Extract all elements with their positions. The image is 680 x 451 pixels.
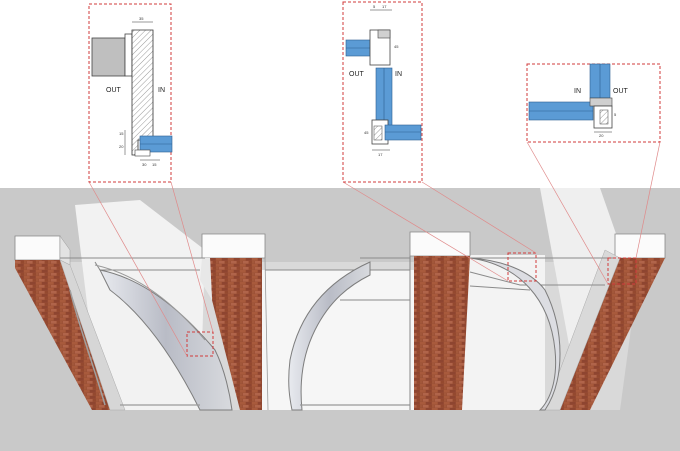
- detail-middle-dim-side-b: 45: [364, 130, 369, 135]
- detail-left-out-label: OUT: [106, 87, 122, 94]
- detail-left-dim-bottom-b: 15: [152, 162, 157, 167]
- detail-middle-in-label: IN: [395, 71, 402, 78]
- detail-box-left: OUT IN 35 15 20 30 15: [88, 3, 173, 183]
- detail-box-right: IN OUT 5 20: [526, 63, 661, 143]
- callout-leaders: [88, 141, 661, 357]
- detail-middle-dim-side-a: 45: [394, 44, 399, 49]
- detail-right-dim-a: 5: [614, 112, 617, 117]
- detail-middle-out-label: OUT: [349, 71, 365, 78]
- detail-middle-dim-top-a: 5: [373, 4, 376, 9]
- detail-right-dim-b: 20: [599, 133, 604, 138]
- brick-column-3: [409, 231, 471, 410]
- detail-left-dim-bottom-a: 30: [142, 162, 147, 167]
- detail-right-in-label: IN: [574, 88, 581, 95]
- detail-middle-dim-top-b: 17: [382, 4, 387, 9]
- detail-left-in-label: IN: [158, 87, 165, 94]
- brick-column-2: [200, 233, 266, 410]
- detail-left-dim-side-b: 20: [119, 144, 124, 149]
- callout-markers: [186, 252, 637, 357]
- brick-column-1: [14, 235, 126, 411]
- light-wall-far-right: [540, 188, 620, 350]
- curved-glass-panel-2: [288, 261, 371, 411]
- brick-column-4: [544, 233, 666, 411]
- detail-left-dim-side-a: 15: [119, 131, 124, 136]
- detail-right-out-label: OUT: [613, 88, 629, 95]
- curved-wall-3: [469, 257, 561, 411]
- detail-middle-dim-bottom: 17: [378, 152, 383, 157]
- curved-glass-panel-1: [99, 269, 233, 411]
- detail-box-middle: OUT IN 5 17 45 45 17: [342, 1, 423, 183]
- detail-left-dim-top: 35: [139, 16, 144, 21]
